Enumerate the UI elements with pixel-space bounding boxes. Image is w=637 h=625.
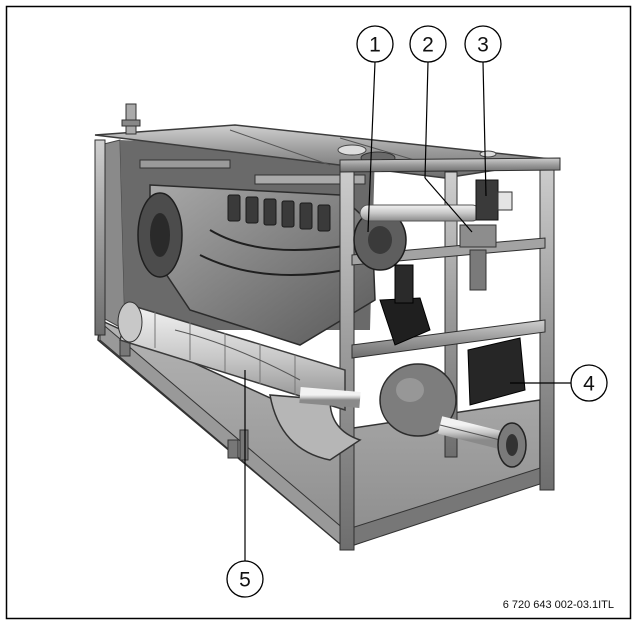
cogeneration-unit-illustration [94, 103, 561, 551]
callout-1-label: 1 [369, 34, 381, 57]
exhaust-silencer [117, 301, 346, 412]
callout-3-label: 3 [477, 34, 489, 57]
callout-4-label: 4 [583, 373, 595, 396]
callout-2: 2 [409, 25, 473, 233]
callout-3: 3 [464, 25, 502, 197]
callout-5-label: 5 [239, 569, 251, 592]
frame-post [94, 139, 106, 336]
callout-1: 1 [356, 25, 394, 233]
callout-2-label: 2 [422, 34, 434, 57]
figure-reference-code: 6 720 643 002-03.1ITL [503, 599, 614, 611]
callout-5: 5 [226, 370, 264, 598]
callout-4: 4 [510, 364, 608, 402]
figure-border [5, 5, 632, 620]
